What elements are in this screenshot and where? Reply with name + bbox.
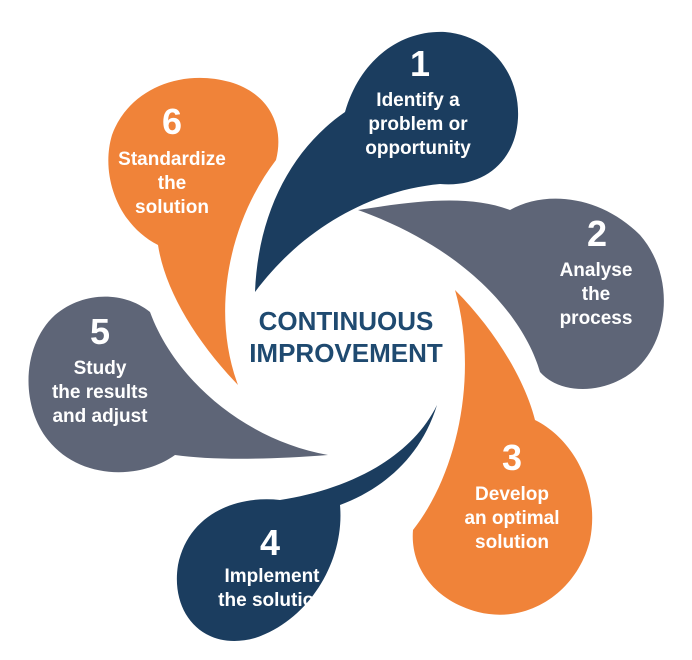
step-5-shape bbox=[28, 296, 329, 473]
center-title-line-2: IMPROVEMENT bbox=[249, 338, 443, 368]
step-5-line-1: Study bbox=[74, 358, 127, 379]
step-2-line-2: the bbox=[582, 284, 611, 305]
step-1-number: 1 bbox=[410, 43, 430, 84]
step-6-line-3: solution bbox=[135, 197, 209, 218]
step-1-shape bbox=[255, 31, 519, 292]
step-6-line-2: the bbox=[158, 173, 187, 194]
step-1-line-3: opportunity bbox=[365, 138, 471, 159]
step-2-line-3: process bbox=[560, 308, 633, 329]
step-5-line-2: the results bbox=[52, 382, 148, 403]
center-title-line-1: CONTINUOUS bbox=[259, 306, 434, 336]
step-6-number: 6 bbox=[162, 101, 182, 142]
step-2-shape bbox=[358, 198, 664, 390]
step-1-line-1: Identify a bbox=[376, 90, 460, 111]
step-4-line-2: the solution bbox=[218, 590, 326, 611]
step-5-line-3: and adjust bbox=[52, 406, 148, 427]
step-5-petal: 5 Study the results and adjust bbox=[28, 296, 329, 473]
step-6-line-1: Standardize bbox=[118, 149, 226, 170]
center-title: CONTINUOUS IMPROVEMENT bbox=[249, 306, 443, 368]
step-3-shape bbox=[412, 290, 593, 615]
step-3-line-3: solution bbox=[475, 532, 549, 553]
step-4-shape bbox=[176, 405, 437, 641]
step-4-number: 4 bbox=[260, 522, 280, 563]
step-6-petal: 6 Standardize the solution bbox=[108, 77, 279, 385]
step-4-line-1: Implement bbox=[224, 566, 320, 587]
step-2-petal: 2 Analyse the process bbox=[358, 198, 664, 390]
step-3-number: 3 bbox=[502, 437, 522, 478]
step-5-number: 5 bbox=[90, 311, 110, 352]
step-3-line-1: Develop bbox=[475, 484, 549, 505]
step-3-petal: 3 Develop an optimal solution bbox=[412, 290, 593, 615]
step-3-line-2: an optimal bbox=[464, 508, 559, 529]
step-1-line-2: problem or bbox=[368, 114, 468, 135]
step-6-shape bbox=[108, 77, 279, 385]
step-2-number: 2 bbox=[587, 213, 607, 254]
step-1-petal: 1 Identify a problem or opportunity bbox=[255, 31, 519, 292]
step-4-petal: 4 Implement the solution bbox=[176, 405, 437, 641]
step-2-line-1: Analyse bbox=[560, 260, 633, 281]
